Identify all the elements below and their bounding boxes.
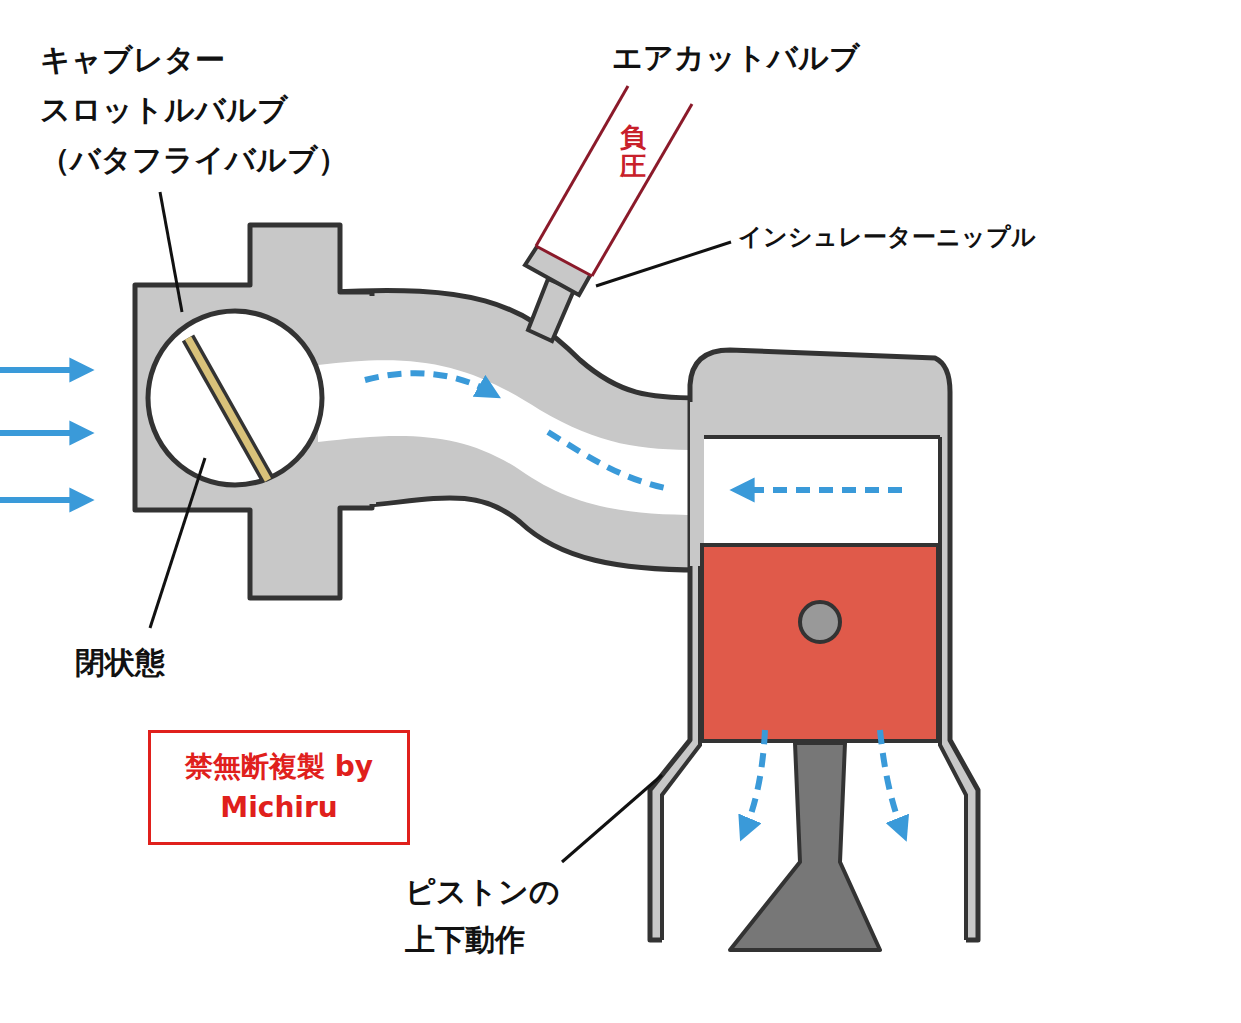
air-arrow [0,497,82,503]
flow-arrow [742,487,902,493]
intake-arrows [0,370,82,500]
leader-line [150,458,205,628]
leader-line [596,242,731,286]
valve-bore [148,311,322,485]
connecting-rod [730,743,880,950]
hose-wall [536,86,628,246]
butterfly-plate [188,338,268,480]
flow-arrows [365,373,902,830]
butterfly-plate-edge [188,338,268,480]
part-name: インシュレーターニップル [738,222,1036,253]
part-name: エアカットバルブ [612,38,860,77]
flow-arrow [745,730,765,830]
state-note: 閉状態 [75,643,165,682]
leader-line [160,192,182,312]
vertical-label: 負圧 [620,123,646,180]
air-arrow [0,367,82,373]
leader-lines [150,192,731,862]
box-text: 禁無断複製 by Michiru [165,747,393,828]
air-cut-hose [536,86,692,276]
hose-wall [592,104,692,276]
flow-arrow [880,730,902,830]
motion-note: ピストンの 上下動作 [405,868,585,964]
leader-line [562,775,662,862]
air-flow-band [318,360,700,515]
flow-arrow [365,373,490,392]
part-name: キャブレター スロットルバルブ （バタフライバルブ） [40,35,360,185]
piston [702,545,938,741]
copyright-box: 禁無断複製 by Michiru [148,730,410,845]
intake-port [690,402,704,566]
piston-pin [800,602,840,642]
air-arrow [0,430,82,436]
hose-end [536,246,592,276]
pressure-note: 負圧 [618,122,648,182]
flow-arrow [548,432,665,488]
